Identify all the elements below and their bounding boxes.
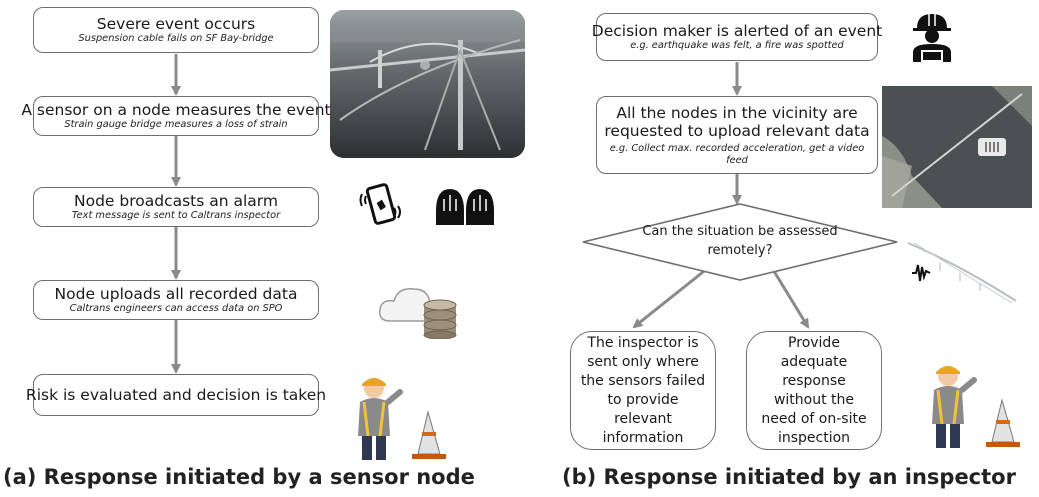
outcome1-line3: the sensors failed: [580, 372, 706, 389]
step-b1-title: Decision maker is alerted of an event: [591, 22, 883, 40]
decision-text: Can the situation be assessed remotely?: [620, 222, 860, 260]
step-a3-box: Node broadcasts an alarm Text message is…: [33, 187, 319, 227]
step-b2-box: All the nodes in the vicinity are reques…: [596, 96, 878, 174]
step-b2-title-line2: requested to upload relevant data: [604, 121, 870, 140]
decision-line2: remotely?: [707, 243, 773, 258]
hard-hats-icon: [434, 185, 496, 229]
inspector-worker-image-b: [918, 360, 1028, 450]
step-a3-detail: Text message is sent to Caltrans inspect…: [71, 210, 281, 221]
decision-diamond: [582, 203, 898, 281]
step-a2-box: A sensor on a node measures the event St…: [21, 96, 331, 136]
step-a2-title: A sensor on a node measures the event: [21, 101, 331, 119]
step-a4-detail: Caltrans engineers can access data on SP…: [69, 303, 283, 314]
outcome2-line4: without the: [773, 391, 855, 408]
outcome2-line2: adequate: [780, 353, 848, 370]
bridge-model-waveform-image: [900, 235, 1020, 307]
outcome2-line5: need of on-site: [761, 410, 867, 427]
step-a1-box: Severe event occurs Suspension cable fai…: [33, 7, 319, 53]
caption-b: (b) Response initiated by an inspector: [562, 465, 1016, 489]
step-a4-title: Node uploads all recorded data: [54, 285, 298, 303]
outcome1-line5: information: [602, 429, 684, 446]
step-a1-title: Severe event occurs: [96, 15, 256, 33]
step-a2-detail: Strain gauge bridge measures a loss of s…: [64, 119, 288, 130]
outcome2-line1: Provide: [788, 334, 840, 351]
step-b2-title-line1: All the nodes in the vicinity are: [616, 103, 858, 122]
step-a1-detail: Suspension cable fails on SF Bay-bridge: [78, 33, 274, 44]
step-b2-detail-line2: feed: [726, 154, 748, 166]
arrow-b3: [632, 266, 709, 329]
step-b1-detail: e.g. earthquake was felt, a fire was spo…: [630, 40, 844, 51]
cloud-database-icon: [378, 283, 462, 339]
step-a4-box: Node uploads all recorded data Caltrans …: [33, 280, 319, 320]
caption-a: (a) Response initiated by a sensor node: [3, 465, 475, 489]
decision-line1: Can the situation be assessed: [642, 224, 838, 239]
step-b1-box: Decision maker is alerted of an event e.…: [592, 13, 882, 61]
step-a5-box: Risk is evaluated and decision is taken: [26, 374, 326, 416]
satellite-map-image: [882, 86, 1032, 208]
phone-alert-icon: [358, 178, 406, 230]
outcome-remote-box: Provide adequate response without the ne…: [746, 331, 882, 450]
bridge-photo: [330, 10, 525, 158]
step-a3-title: Node broadcasts an alarm: [74, 192, 278, 210]
outcome2-line3: response: [782, 372, 846, 389]
outcome1-line1: The inspector is: [587, 334, 699, 351]
decision-maker-icon: [905, 10, 959, 66]
outcome1-line4: to provide relevant: [607, 391, 679, 427]
step-a5-title: Risk is evaluated and decision is taken: [25, 386, 327, 404]
step-b2-detail-line1: e.g. Collect max. recorded acceleration,…: [609, 142, 865, 154]
outcome-inspector-box: The inspector is sent only where the sen…: [570, 331, 716, 450]
arrow-b4: [770, 267, 810, 329]
outcome1-line2: sent only where: [587, 353, 699, 370]
inspector-worker-image: [344, 372, 454, 462]
outcome2-line6: inspection: [777, 429, 851, 446]
